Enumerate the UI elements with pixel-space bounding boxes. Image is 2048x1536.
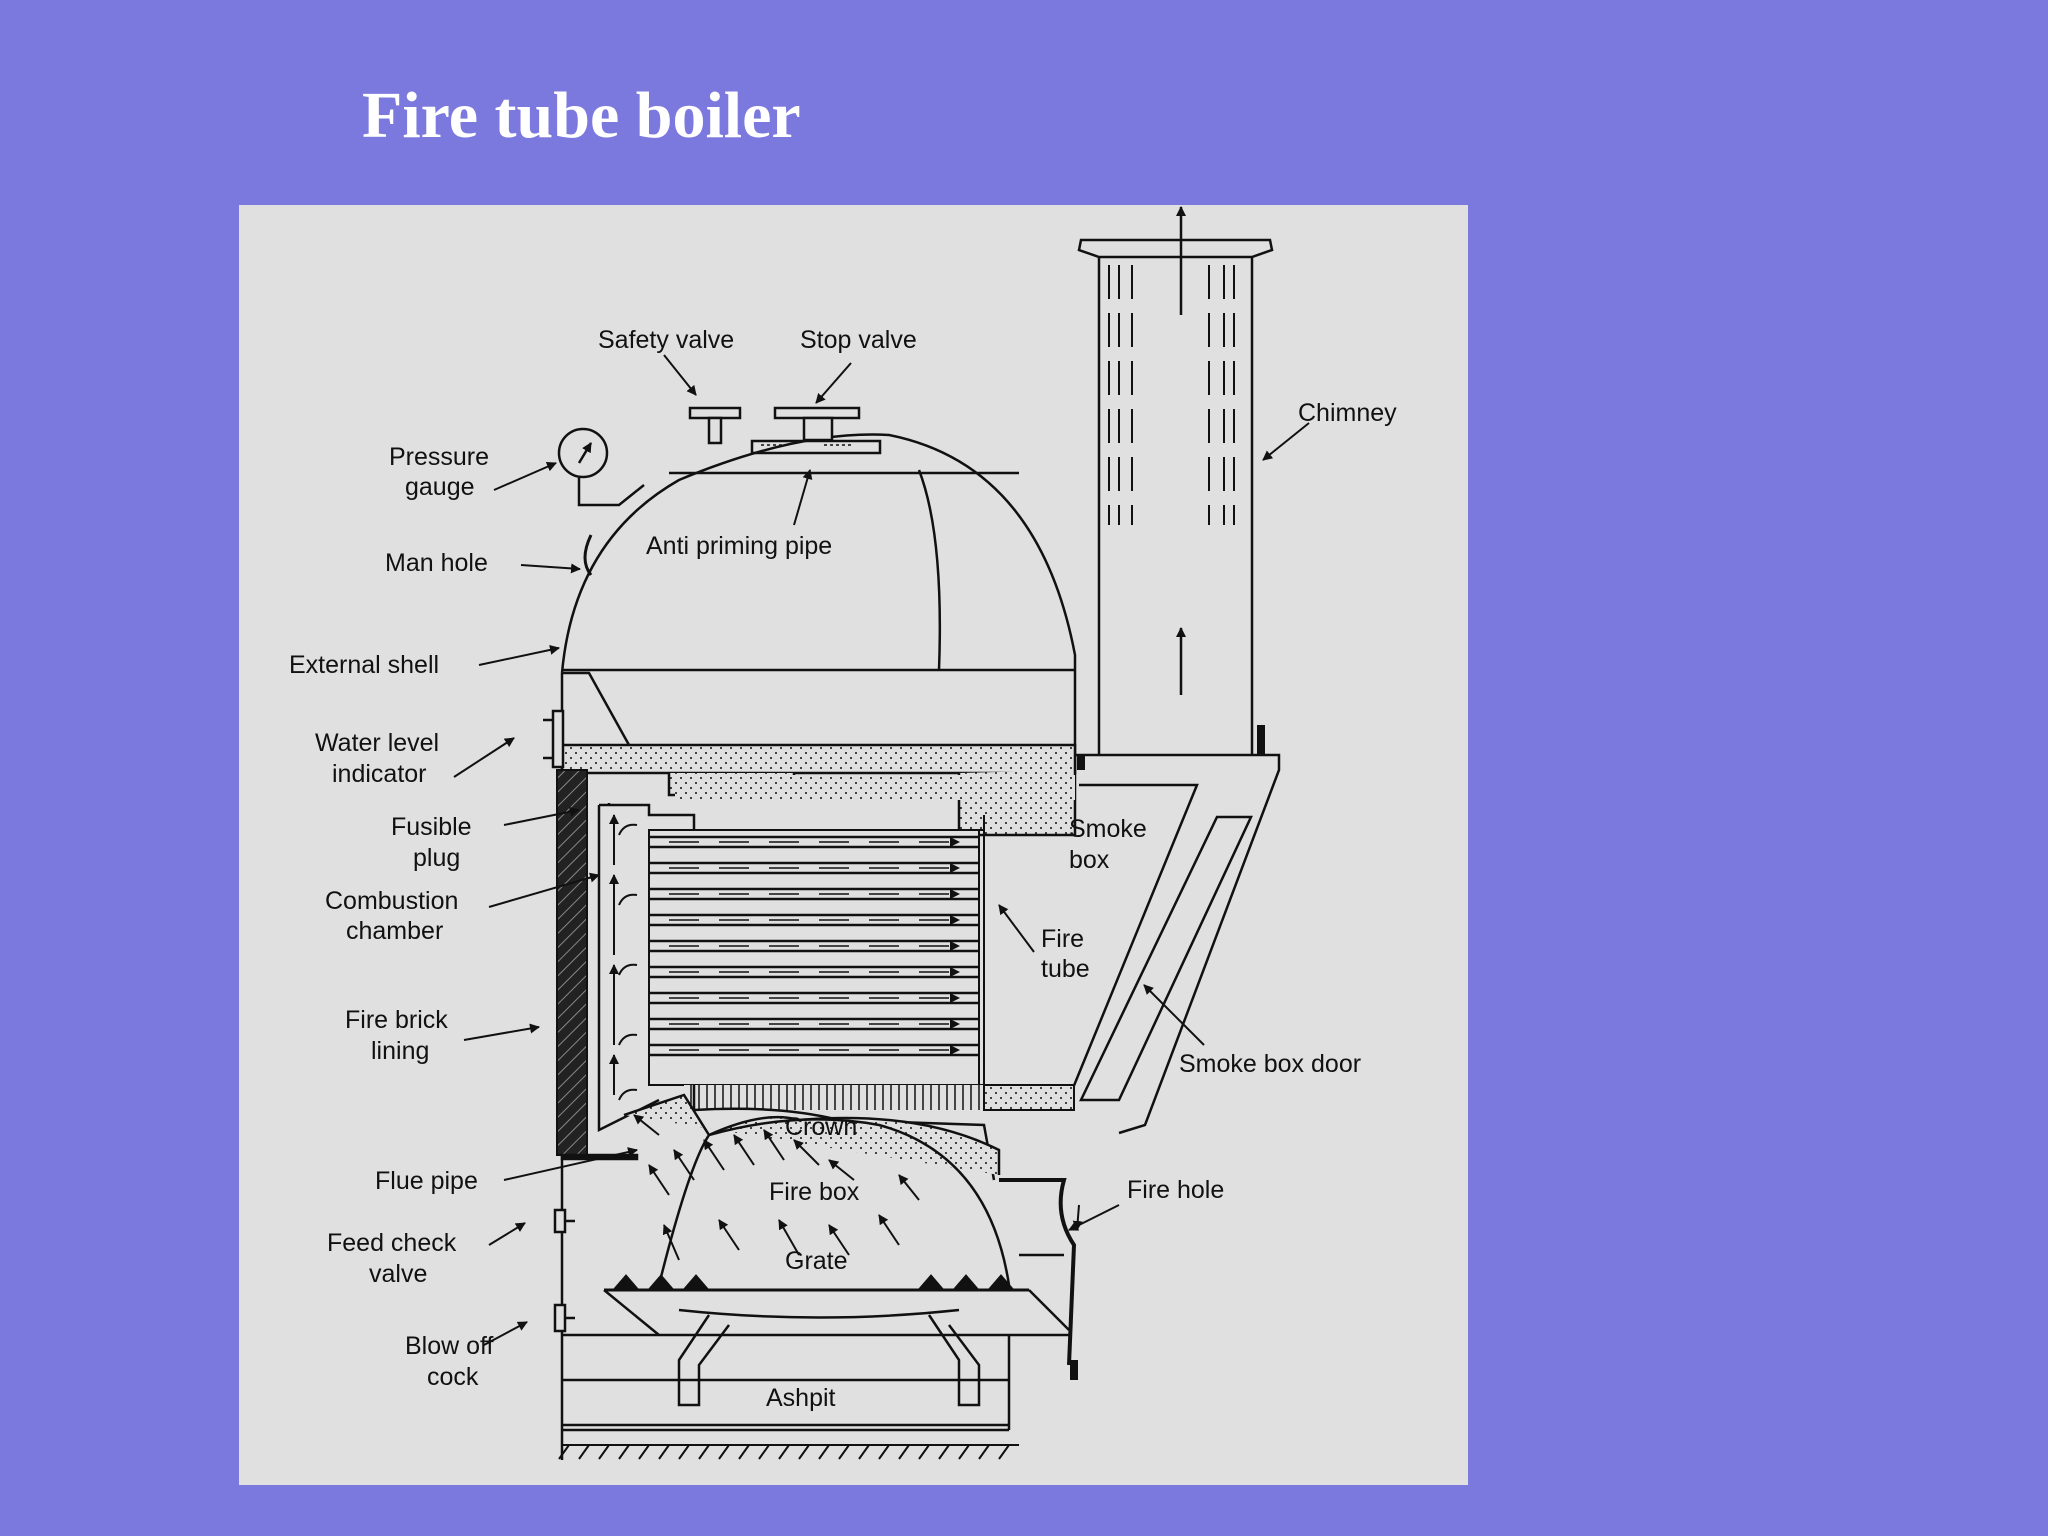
label-fire-tube-1: Fire: [1041, 925, 1084, 953]
label-fusible-plug-2: plug: [413, 844, 460, 872]
label-safety-valve: Safety valve: [598, 326, 734, 354]
label-blow-off-cock-1: Blow off: [405, 1332, 494, 1360]
man-hole: [583, 534, 593, 576]
label-external-shell: External shell: [289, 651, 439, 679]
chimney: [1077, 206, 1274, 755]
leader-arrows: [453, 354, 1310, 1346]
label-fusible-plug-1: Fusible: [391, 813, 472, 841]
label-man-hole: Man hole: [385, 549, 488, 577]
fire-box: [560, 1085, 1078, 1460]
label-crown: Crown: [785, 1113, 857, 1141]
label-fire-box: Fire box: [769, 1178, 860, 1206]
label-feed-check-valve-2: valve: [369, 1260, 427, 1288]
label-fire-brick-lining-1: Fire brick: [345, 1006, 448, 1034]
label-water-level-indicator-2: indicator: [332, 760, 427, 788]
blow-off-cock: [553, 1303, 575, 1333]
label-smoke-box-2: box: [1069, 846, 1110, 874]
label-grate: Grate: [785, 1247, 848, 1275]
label-flue-pipe: Flue pipe: [375, 1167, 478, 1195]
feed-check-valve: [553, 1208, 575, 1234]
fire-tubes: [648, 815, 1075, 1111]
label-stop-valve: Stop valve: [800, 326, 917, 354]
label-combustion-chamber-1: Combustion: [325, 887, 458, 915]
water-level-indicator: [543, 709, 565, 769]
boiler-diagram: Safety valve Stop valve Chimney Pressure…: [239, 205, 1468, 1485]
label-blow-off-cock-2: cock: [427, 1363, 479, 1391]
ground: [558, 1444, 1019, 1460]
top-fittings: [688, 406, 882, 455]
label-chimney: Chimney: [1298, 399, 1397, 427]
label-pressure-gauge-1: Pressure: [389, 443, 489, 471]
label-ashpit: Ashpit: [766, 1384, 836, 1412]
label-smoke-box-door: Smoke box door: [1179, 1050, 1361, 1078]
label-fire-tube-2: tube: [1041, 955, 1090, 983]
label-combustion-chamber-2: chamber: [346, 917, 443, 945]
pressure-gauge: [557, 427, 645, 507]
label-water-level-indicator-1: Water level: [315, 729, 439, 757]
smoke-box: [1062, 725, 1281, 1135]
label-feed-check-valve-1: Feed check: [327, 1229, 457, 1257]
label-pressure-gauge-2: gauge: [405, 473, 475, 501]
fire-brick-lining: [556, 769, 588, 1156]
slide-title: Fire tube boiler: [362, 79, 801, 152]
label-smoke-box-1: Smoke: [1069, 815, 1147, 843]
label-fire-brick-lining-2: lining: [371, 1037, 429, 1065]
label-anti-priming-pipe: Anti priming pipe: [646, 532, 832, 560]
label-fire-hole: Fire hole: [1127, 1176, 1224, 1204]
